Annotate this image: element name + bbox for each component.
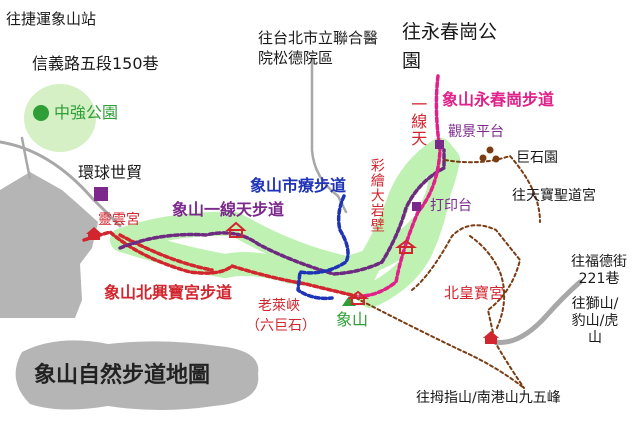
giant-rock-icon-2	[492, 155, 500, 163]
brown-trail-east	[444, 155, 541, 223]
observation-deck-label: 觀景平台	[448, 124, 504, 140]
road-right	[492, 279, 583, 345]
stamp-station-icon	[412, 202, 421, 211]
observation-deck-icon	[435, 140, 444, 149]
stamp-station-label: 打印台	[430, 198, 472, 214]
yixiantian-label: 一線天	[408, 96, 428, 147]
fude-street-label: 往福德街221巷	[571, 254, 627, 287]
lane150-label: 信義路五段150巷	[32, 54, 159, 73]
muzhi-nangang-label: 往拇指山/南港山九五峰	[416, 390, 561, 406]
tianbao-temple-label: 往天寶聖道宮	[512, 188, 596, 204]
giant-rock-icon-3	[486, 146, 494, 154]
shrine-icon-2	[347, 290, 369, 305]
red-trail	[82, 230, 358, 298]
giant-rock-garden-label: 巨石園	[516, 150, 558, 166]
brown-trail-south	[355, 297, 525, 389]
yongchungang-trail-label: 象山永春崗步道	[442, 90, 555, 109]
shrine-icon-3	[395, 239, 417, 254]
city-land	[0, 172, 98, 318]
trail-band-loop	[110, 138, 460, 298]
yixiantian-trail-label: 象山一線天步道	[172, 200, 285, 219]
brown-trail	[411, 224, 525, 389]
lion-leopard-tiger-label: 往獅山/豹山/虎山	[571, 296, 619, 346]
purple-trail	[118, 148, 446, 276]
zhongqiang-park-area	[24, 84, 96, 152]
roads	[0, 54, 583, 345]
world-trade-label: 環球世貿	[78, 163, 143, 182]
road-lane150	[20, 136, 32, 180]
world-trade-icon	[94, 187, 108, 201]
yongchungang-park-label: 往永春崗公園	[402, 21, 498, 72]
road-main	[0, 140, 122, 228]
park-icon	[33, 105, 49, 121]
colorful-rock-wall-label: 彩繪大岩壁	[368, 158, 385, 233]
six-giant-rocks-label: （六巨石）	[246, 318, 316, 334]
road-songde	[310, 54, 348, 214]
shiliao-trail-label: 象山市療步道	[250, 176, 347, 195]
beihuang-temple-label: 北皇寶宮	[444, 284, 505, 302]
trails	[82, 74, 541, 389]
shrine-icon-1	[225, 221, 247, 238]
beixing-trail-label: 象山北興寶宮步道	[104, 283, 233, 302]
brown-trail-hill	[469, 235, 506, 331]
title-blob	[15, 340, 259, 410]
lingyun-temple-icon	[86, 227, 102, 240]
beihuang-temple-icon	[483, 331, 499, 344]
giant-rock-icon-1	[479, 154, 487, 162]
laolaixia-label: 老萊峽	[258, 298, 300, 314]
red-trail-lingyun	[118, 233, 214, 272]
xiangshan-label: 象山	[336, 310, 369, 329]
mrt-station-label: 往捷運象山站	[6, 10, 97, 28]
songde-hospital-label: 往台北市立聯合醫院松德院區	[258, 29, 379, 68]
zhongqiang-park-label: 中強公園	[54, 103, 119, 122]
magenta-trail	[358, 74, 442, 298]
blue-trail	[296, 194, 350, 301]
map-title: 象山自然步道地圖	[34, 363, 211, 388]
lingyun-temple-label: 靈雲宮	[98, 212, 140, 228]
